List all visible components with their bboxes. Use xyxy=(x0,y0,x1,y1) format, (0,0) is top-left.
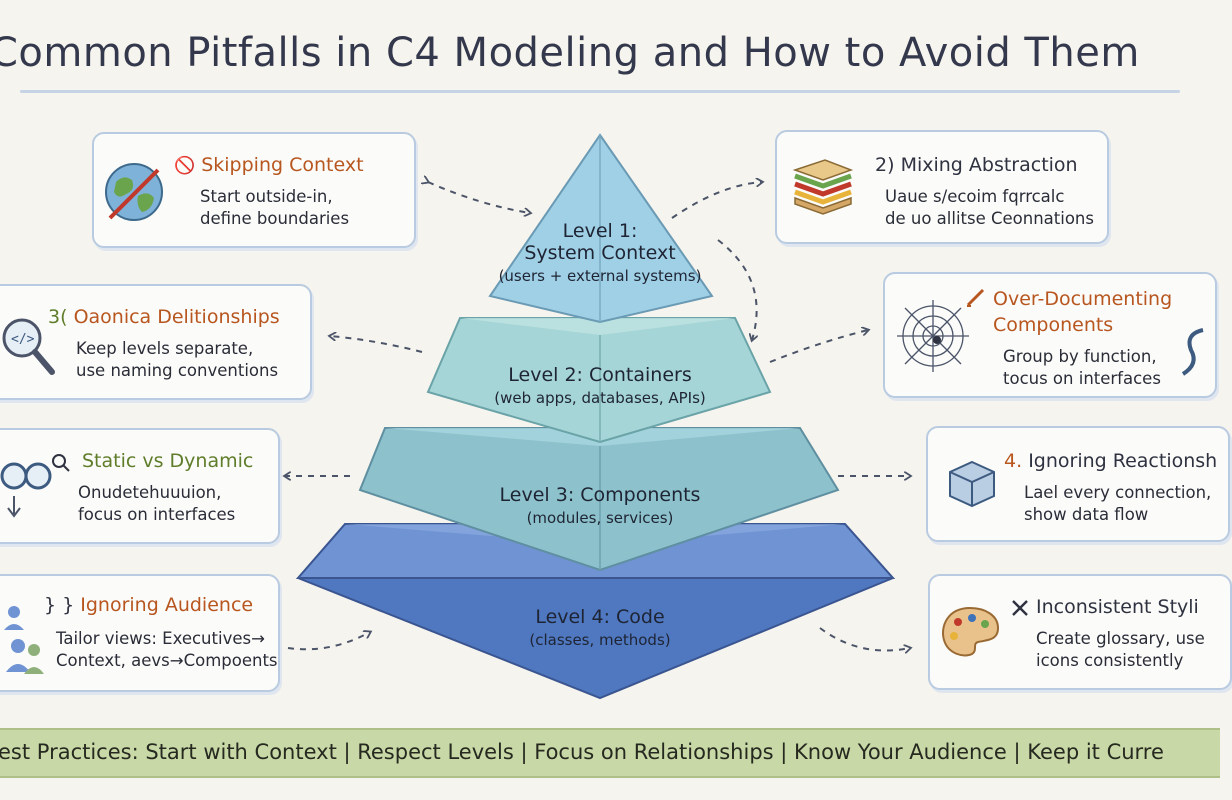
search-icon xyxy=(52,454,70,472)
best-practices-text: est Practices: Start with Context | Resp… xyxy=(0,740,1164,764)
card-title: Oaonica Delitionships xyxy=(73,306,280,328)
pitfall-card-over-documenting: Over-Documenting Components Group by fun… xyxy=(883,272,1217,398)
prohibited-icon: 🚫 xyxy=(174,156,196,176)
card-text-line-1: Lael every connection, xyxy=(1024,483,1212,502)
card-title: Static vs Dynamic xyxy=(82,450,254,472)
card-text-line-1: Start outside-in, xyxy=(200,187,333,206)
card-text-line-2: tocus on interfaces xyxy=(1003,369,1161,388)
card-title-line-2: Components xyxy=(993,314,1114,336)
pitfall-card-mixing-abstraction: 2) Mixing Abstraction Uaue s/ecoim fqrrc… xyxy=(775,130,1109,244)
card-text-line-1: Create glossary, use xyxy=(1036,629,1205,648)
title-underline xyxy=(20,90,1180,93)
toggle-circles-icon xyxy=(0,462,52,518)
card-text-line-2: focus on interfaces xyxy=(78,505,236,524)
svg-text:</>: </> xyxy=(11,332,35,347)
card-text-line-1: Onudetehuuuion, xyxy=(78,483,222,502)
card-number: 2) xyxy=(875,154,895,176)
connector-arrows xyxy=(285,182,910,651)
card-text-line-1: Keep levels separate, xyxy=(76,339,254,358)
level-4-label: Level 4: Code (classes, methods) xyxy=(529,606,671,649)
card-text-line-1: Uaue s/ecoim fqrrcalc xyxy=(885,187,1065,206)
pitfall-card-ignoring-audience: } } Ignoring Audience Tailor views: Exec… xyxy=(0,574,280,692)
palette-icon xyxy=(942,606,1000,657)
pyramid-level-2 xyxy=(426,317,772,444)
pitfall-card-static-dynamic: Static vs Dynamic Onudetehuuuion, focus … xyxy=(0,428,280,544)
crossed-tools-icon xyxy=(1012,600,1028,616)
globe-icon xyxy=(105,163,163,221)
card-number: 3( xyxy=(48,306,68,328)
audience-people-icon xyxy=(4,606,44,674)
card-text-line-2: define boundaries xyxy=(200,209,350,228)
card-number: 4. xyxy=(1004,450,1023,472)
level-3-label: Level 3: Components (modules, services) xyxy=(499,484,701,527)
spiderweb-icon xyxy=(897,300,969,372)
braces-icon: } } xyxy=(44,594,75,616)
card-title: Skipping Context xyxy=(201,154,364,176)
pyramid-level-1 xyxy=(488,133,714,324)
cube-icon xyxy=(949,460,995,508)
card-text-line-1: Group by function, xyxy=(1003,347,1157,366)
best-practices-banner: est Practices: Start with Context | Resp… xyxy=(0,728,1220,778)
card-title: Ignoring Reactionsh xyxy=(1028,450,1218,472)
pitfall-card-relationships: </> 3( Oaonica Delitionships Keep levels… xyxy=(0,284,312,400)
pencil-icon xyxy=(966,288,985,307)
card-text-line-2: Context, aevs→Compoents xyxy=(56,651,278,670)
card-text-line-2: de uo allitse Ceonnations xyxy=(885,209,1094,228)
level-2-label: Level 2: Containers (web apps, databases… xyxy=(494,364,706,407)
card-title: Mixing Abstraction xyxy=(900,154,1078,176)
pitfall-card-ignoring-relationships: 4. Ignoring Reactionsh Lael every connec… xyxy=(926,426,1230,542)
sandwich-icon xyxy=(792,159,854,215)
card-text-line-2: use naming conventions xyxy=(76,361,279,380)
snake-arrow-icon xyxy=(1181,328,1204,376)
magnifier-code-icon: </> xyxy=(2,318,55,375)
card-text-line-2: show data flow xyxy=(1024,505,1149,524)
level-1-label: Level 1: System Context (users + externa… xyxy=(498,220,702,285)
pitfall-card-inconsistent-styling: Inconsistent Styli Create glossary, use … xyxy=(928,574,1232,690)
page-title: Common Pitfalls in C4 Modeling and How t… xyxy=(0,30,1140,76)
card-title: Inconsistent Styli xyxy=(1036,596,1199,618)
card-text-line-1: Tailor views: Executives→ xyxy=(56,629,265,648)
pyramid-diagram xyxy=(0,133,1200,700)
card-title-line-1: Over-Documenting xyxy=(993,288,1173,310)
card-text-line-2: icons consistently xyxy=(1036,651,1184,670)
card-title: Ignoring Audience xyxy=(80,594,254,616)
pitfall-card-skipping-context: 🚫 Skipping Context Start outside-in, def… xyxy=(92,132,416,248)
